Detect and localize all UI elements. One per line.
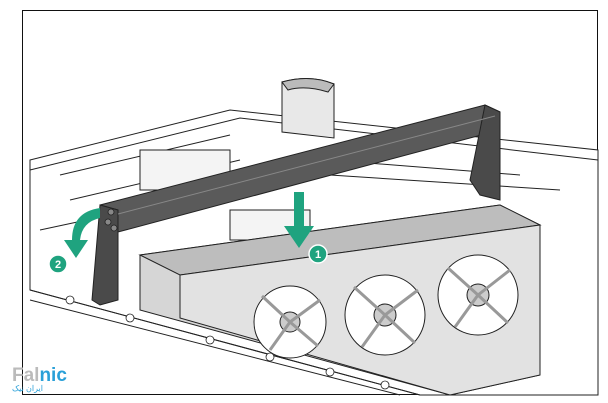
fan-2: [344, 274, 426, 356]
air-baffle: [281, 78, 335, 139]
fan-1: [253, 285, 327, 359]
step-1-arrow: [284, 192, 314, 248]
watermark-text-1: Fal: [12, 365, 40, 386]
watermark-subtitle: ایران نیک: [12, 384, 43, 393]
watermark-logo: Falnic ایران نیک: [12, 365, 67, 393]
watermark-text-2: nic: [39, 365, 67, 386]
step-2-arrow: [64, 208, 100, 258]
step-2-callout: 2: [48, 254, 68, 274]
step-1-number: 1: [315, 249, 321, 261]
fan-3: [437, 254, 519, 336]
chassis-screws: [65, 295, 390, 390]
fans: [253, 254, 519, 359]
step-2-number: 2: [55, 259, 61, 271]
handle-screws: [104, 208, 118, 232]
step-1-callout: 1: [308, 244, 328, 264]
